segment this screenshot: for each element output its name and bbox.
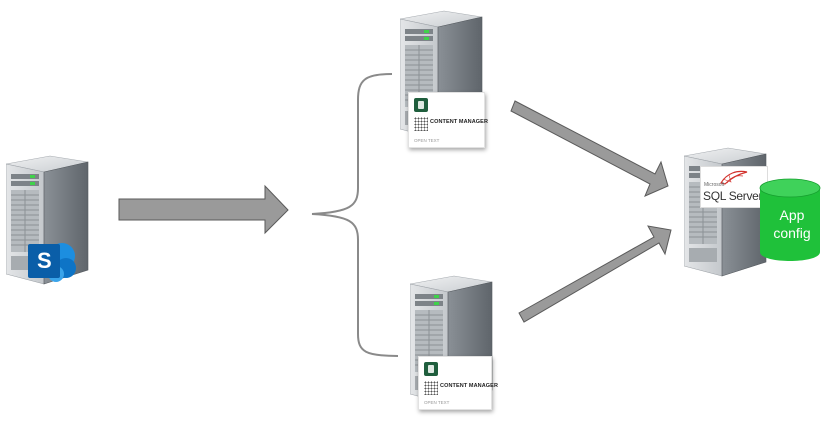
sql-server-vendor: Microsoft — [704, 182, 725, 188]
content-manager-footer: OPEN TEXT — [424, 400, 450, 405]
curly-brace — [311, 73, 399, 357]
database-label-line-1: App — [779, 207, 805, 223]
sharepoint-badge-letter: S — [37, 248, 52, 273]
content-manager-logo-icon — [424, 362, 438, 376]
dots-icon — [414, 117, 428, 131]
database-icon — [759, 178, 821, 261]
sql-server-name: SQL Server — [703, 189, 763, 203]
content-manager-title: CONTENT MANAGER — [430, 119, 489, 125]
content-manager-card-1: CONTENT MANAGER OPEN TEXT — [408, 92, 489, 148]
content-manager-logo-icon — [414, 98, 428, 112]
sql-server-logo: Microsoft SQL Server2012 — [700, 166, 777, 208]
arrow-down-right — [510, 100, 669, 197]
arrow-up-right — [518, 225, 672, 323]
database-label-line-2: config — [773, 225, 811, 241]
dots-icon — [424, 381, 438, 395]
sharepoint-icon: S — [22, 238, 80, 284]
sql-server — [684, 142, 768, 278]
sql-server-icon — [720, 170, 748, 185]
server-icon — [684, 147, 767, 277]
content-manager-title: CONTENT MANAGER — [440, 383, 499, 389]
content-manager-footer: OPEN TEXT — [414, 138, 440, 143]
arrow-right — [118, 184, 289, 235]
database-label: App config — [761, 206, 823, 242]
content-manager-card-2: CONTENT MANAGER OPEN TEXT — [418, 356, 498, 410]
